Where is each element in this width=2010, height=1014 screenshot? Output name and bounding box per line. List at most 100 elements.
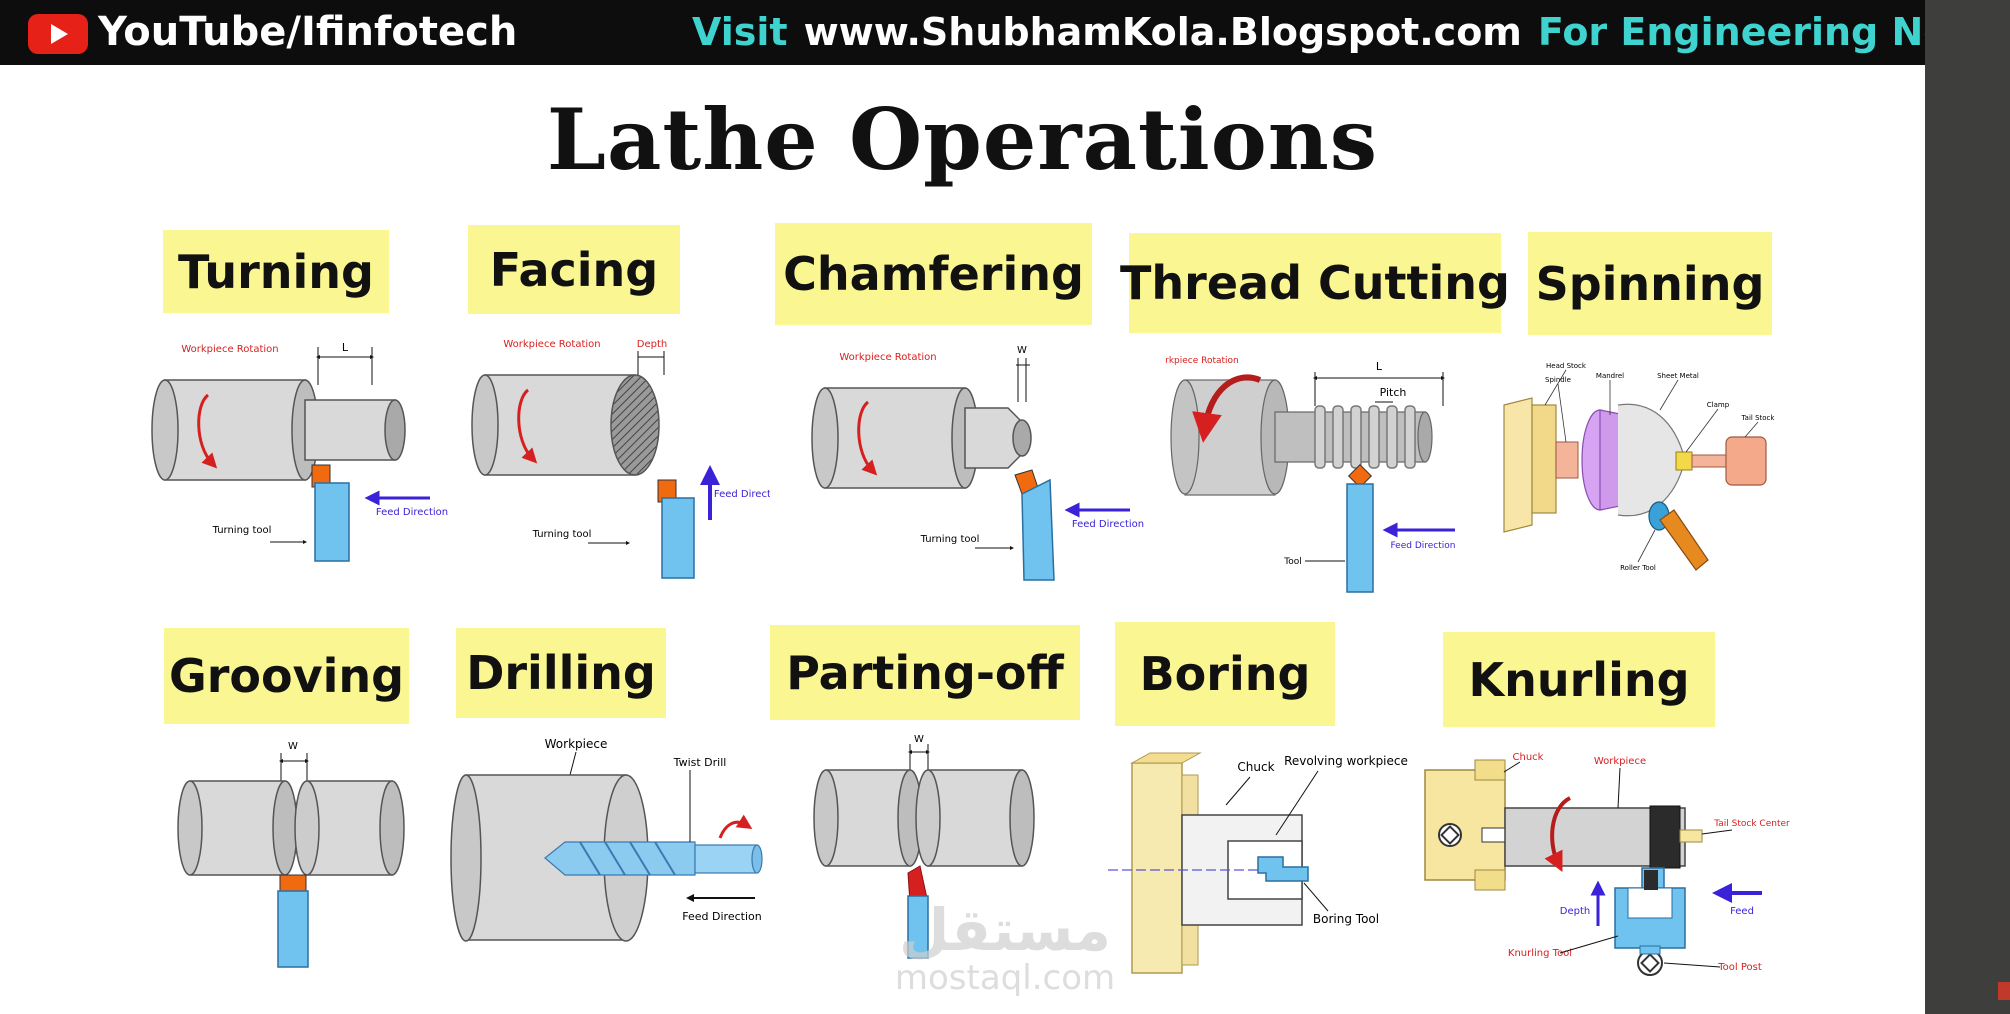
thread-length-text: L <box>1376 360 1383 373</box>
headstock <box>1503 397 1533 533</box>
knurling-feed-text: Feed <box>1730 906 1754 917</box>
parting-workpiece <box>813 769 1035 867</box>
knurling-chuck <box>1424 759 1509 891</box>
grooving-workpiece <box>177 780 405 876</box>
label-knurling: Knurling <box>1443 632 1715 727</box>
facing-depth-text: Depth <box>637 339 667 350</box>
blog-url[interactable]: www.ShubhamKola.Blogspot.com <box>803 10 1522 54</box>
label-chamfering: Chamfering <box>775 223 1092 325</box>
grooving-tool-insert <box>279 874 307 892</box>
boring-tool-text: Boring Tool <box>1313 912 1379 926</box>
top-banner: YouTube/Ifinfotech Visit www.ShubhamKola.… <box>0 0 2010 65</box>
turning-length-text: L <box>342 341 349 354</box>
knurling-chuck-text: Chuck <box>1513 752 1544 763</box>
thread-cutting-diagram: Workpiece Rotation L Pitch Feed Directio… <box>1165 356 1456 593</box>
label-parting-off: Parting-off <box>770 625 1080 720</box>
turning-feed-text: Feed Direction <box>376 507 448 518</box>
facing-tool-text: Turning tool <box>532 529 592 540</box>
parting-tool <box>907 895 929 959</box>
grooving-diagram: W <box>177 741 405 968</box>
facing-diagram: Workpiece Rotation Depth Feed Direction … <box>471 339 770 579</box>
knurling-workpiece-text: Workpiece <box>1594 756 1646 767</box>
chamfering-workpiece <box>811 387 1032 489</box>
turning-tool-text: Turning tool <box>212 525 272 536</box>
spinning-mandrel-text: Mandrel <box>1596 372 1624 380</box>
rotation-arrow <box>857 400 878 476</box>
knurling-tailstock-text: Tail Stock Center <box>1713 819 1790 829</box>
parting-width-text: W <box>914 734 924 745</box>
grooving-width-text: W <box>288 741 298 752</box>
roller-tool <box>1648 501 1709 571</box>
spinning-headstock-text: Head Stock <box>1546 362 1587 370</box>
grooving-tool <box>277 890 309 968</box>
facing-tool <box>661 497 695 579</box>
thread-tool-insert <box>1347 463 1373 489</box>
spinning-diagram: Head Stock Spindle Mandrel Sheet Metal C… <box>1503 362 1776 572</box>
label-spinning: Spinning <box>1528 232 1772 335</box>
knurling-post-text: Tool Post <box>1717 962 1762 973</box>
mostaql-watermark: مستقل mostaql.com <box>880 900 1130 996</box>
tailstock <box>1725 436 1767 486</box>
chamfering-diagram: Workpiece Rotation W Feed Direction Turn… <box>811 345 1144 581</box>
spinning-spindle-text: Spindle <box>1545 376 1571 384</box>
turning-rotation-text: Workpiece Rotation <box>181 344 278 355</box>
thread-rotation-text: Workpiece Rotation <box>1165 356 1239 366</box>
drilling-drill-text: Twist Drill <box>673 756 727 769</box>
sheet-metal <box>1617 403 1686 517</box>
label-thread-cutting: Thread Cutting <box>1120 233 1510 333</box>
knurling-tool <box>1614 867 1686 976</box>
knurling-depth-text: Depth <box>1560 906 1590 917</box>
thread-feed-text: Feed Direction <box>1391 541 1456 551</box>
turning-workpiece <box>151 379 406 481</box>
thread-tool-text: Tool <box>1283 557 1301 567</box>
facing-workpiece <box>471 374 660 476</box>
right-margin-panel <box>1925 0 2010 1014</box>
chamfering-rotation-text: Workpiece Rotation <box>839 352 936 363</box>
boring-workpiece-text: Revolving workpiece <box>1284 754 1408 768</box>
facing-rotation-text: Workpiece Rotation <box>503 339 600 350</box>
parting-off-diagram: W <box>813 734 1035 959</box>
knurling-tool-text: Knurling Tool <box>1508 948 1572 959</box>
label-grooving: Grooving <box>164 628 409 724</box>
label-facing: Facing <box>468 225 680 314</box>
spinning-sheet-text: Sheet Metal <box>1657 372 1699 380</box>
visit-text: Visit <box>692 10 788 54</box>
chamfering-width-text: W <box>1017 345 1027 356</box>
twist-drill <box>544 841 763 876</box>
turning-diagram: Workpiece Rotation L Feed Direction Turn… <box>151 341 448 562</box>
thread-pitch-text: Pitch <box>1380 386 1407 399</box>
rotation-arrow <box>718 814 753 839</box>
page-title: Lathe Operations <box>546 90 1379 189</box>
boring-diagram: Chuck Revolving workpiece Boring Tool <box>1108 752 1408 974</box>
label-boring: Boring <box>1115 622 1335 726</box>
thread-ridges <box>1314 405 1416 469</box>
watermark-latin-text: mostaql.com <box>894 958 1116 998</box>
boring-tool <box>1257 856 1309 882</box>
spinning-clamp-text: Clamp <box>1707 401 1730 409</box>
youtube-channel-label[interactable]: YouTube/Ifinfotech <box>98 9 518 55</box>
knurling-diagram: Chuck Workpiece Tail Stock Center Depth … <box>1424 752 1790 976</box>
rotation-arrow <box>517 388 538 464</box>
chamfering-tool <box>1021 478 1055 581</box>
thread-tool <box>1346 483 1374 593</box>
spinning-tailstock-text: Tail Stock <box>1741 414 1776 422</box>
label-turning: Turning <box>163 230 389 313</box>
youtube-icon[interactable] <box>28 14 88 54</box>
drilling-feed-text: Feed Direction <box>682 910 761 923</box>
edge-marker <box>1998 982 2010 1000</box>
boring-chuck-text: Chuck <box>1237 760 1274 774</box>
boring-chuck <box>1130 752 1202 974</box>
drilling-diagram: Workpiece Twist Drill Feed Direction <box>450 737 763 942</box>
chamfering-tool-text: Turning tool <box>920 534 980 545</box>
rotation-arrow <box>197 393 218 469</box>
facing-feed-text: Feed Direction <box>714 489 770 500</box>
label-drilling: Drilling <box>456 628 666 718</box>
spinning-roller-text: Roller Tool <box>1620 564 1656 572</box>
watermark-arabic-text: مستقل <box>898 896 1112 964</box>
rotation-arrow <box>1192 374 1262 443</box>
knurled-surface <box>1649 805 1681 869</box>
turning-tool <box>314 482 350 562</box>
drilling-workpiece-text: Workpiece <box>545 737 608 751</box>
